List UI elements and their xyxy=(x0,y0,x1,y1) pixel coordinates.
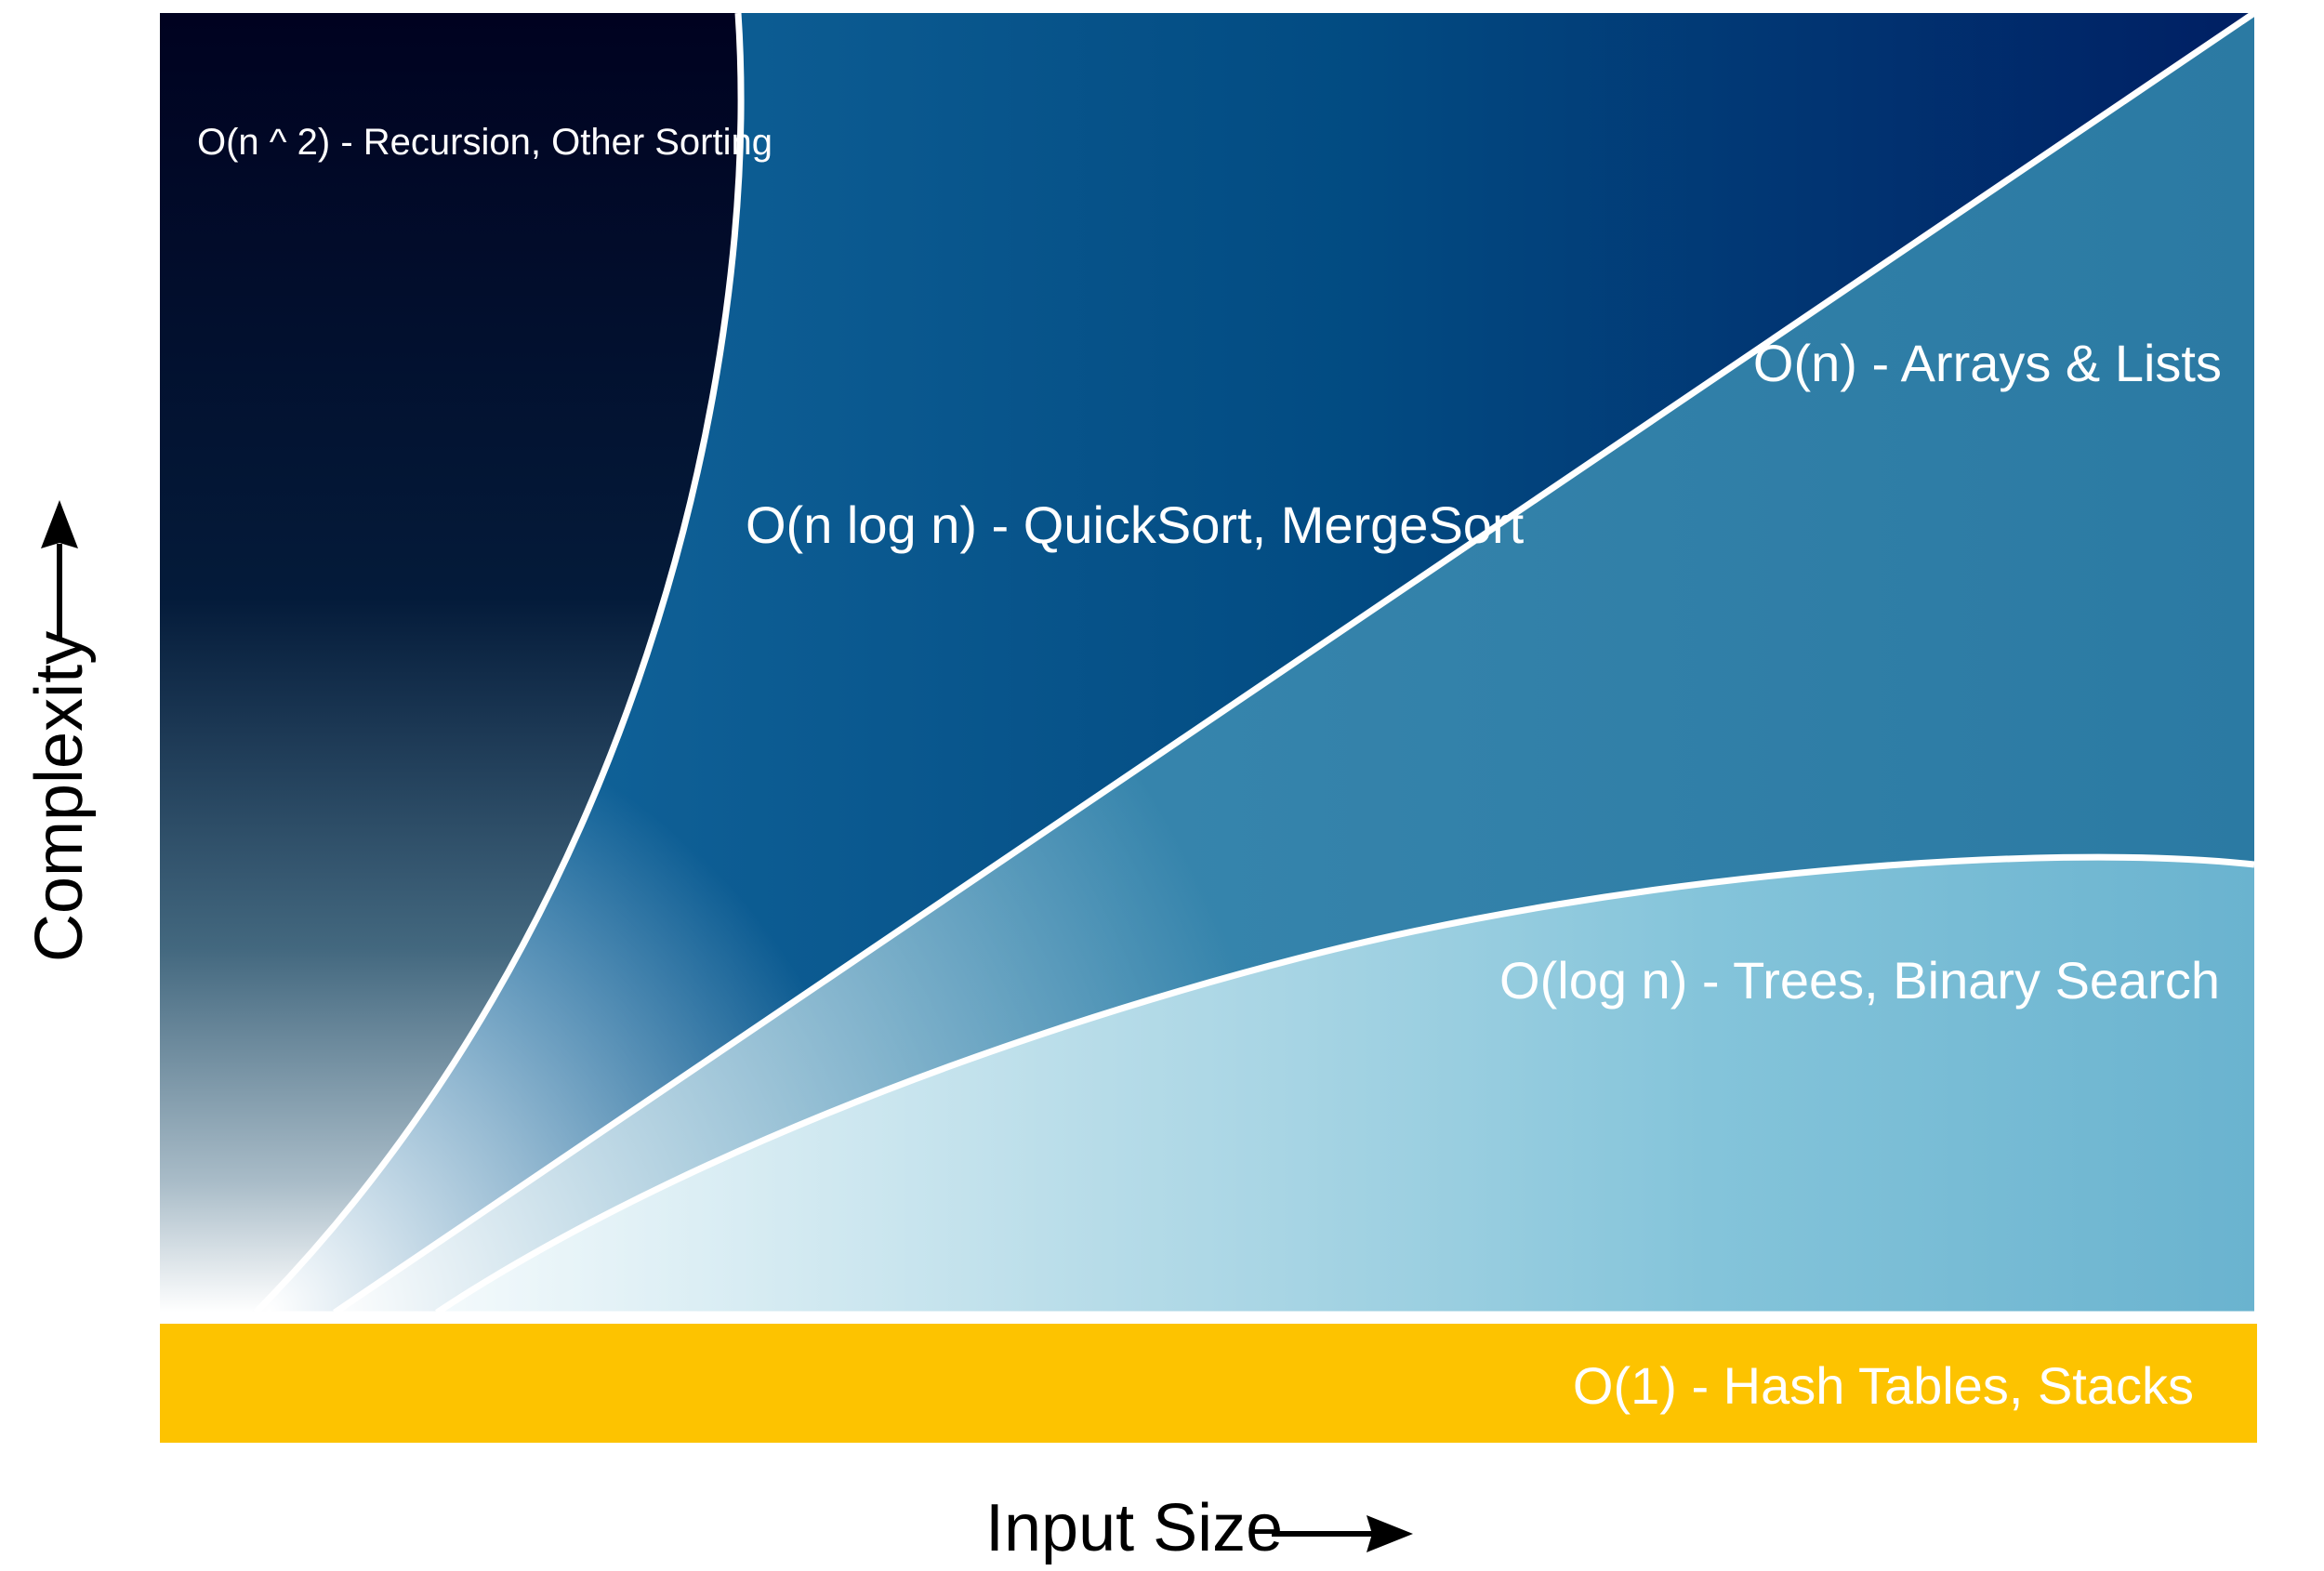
region-o-n2 xyxy=(160,13,742,1313)
region-o-logn xyxy=(437,857,2254,1313)
label-o-logn: O(log n) - Trees, Binary Search xyxy=(1499,951,2220,1010)
region-dividers xyxy=(160,10,2257,1318)
label-o-1: O(1) - Hash Tables, Stacks xyxy=(1573,1356,2194,1415)
x-axis-label: Input Size xyxy=(985,1491,1283,1565)
divider-nlogn-n xyxy=(333,10,2256,1315)
divider-n2-nlogn xyxy=(253,12,745,1315)
x-axis-arrow-icon xyxy=(1272,1515,1413,1552)
label-o-n: O(n) - Arrays & Lists xyxy=(1753,334,2222,392)
label-o-n2: O(n ^ 2) - Recursion, Other Sorting xyxy=(197,122,772,163)
region-o-1 xyxy=(160,1324,2257,1443)
y-axis-label: Complexity xyxy=(22,631,97,962)
y-axis-arrow-icon xyxy=(41,500,78,641)
label-o-nlogn: O(n log n) - QuickSort, MergeSort xyxy=(746,495,1525,554)
region-o-nlogn xyxy=(251,13,2254,1313)
divider-n-logn xyxy=(435,853,2255,1315)
